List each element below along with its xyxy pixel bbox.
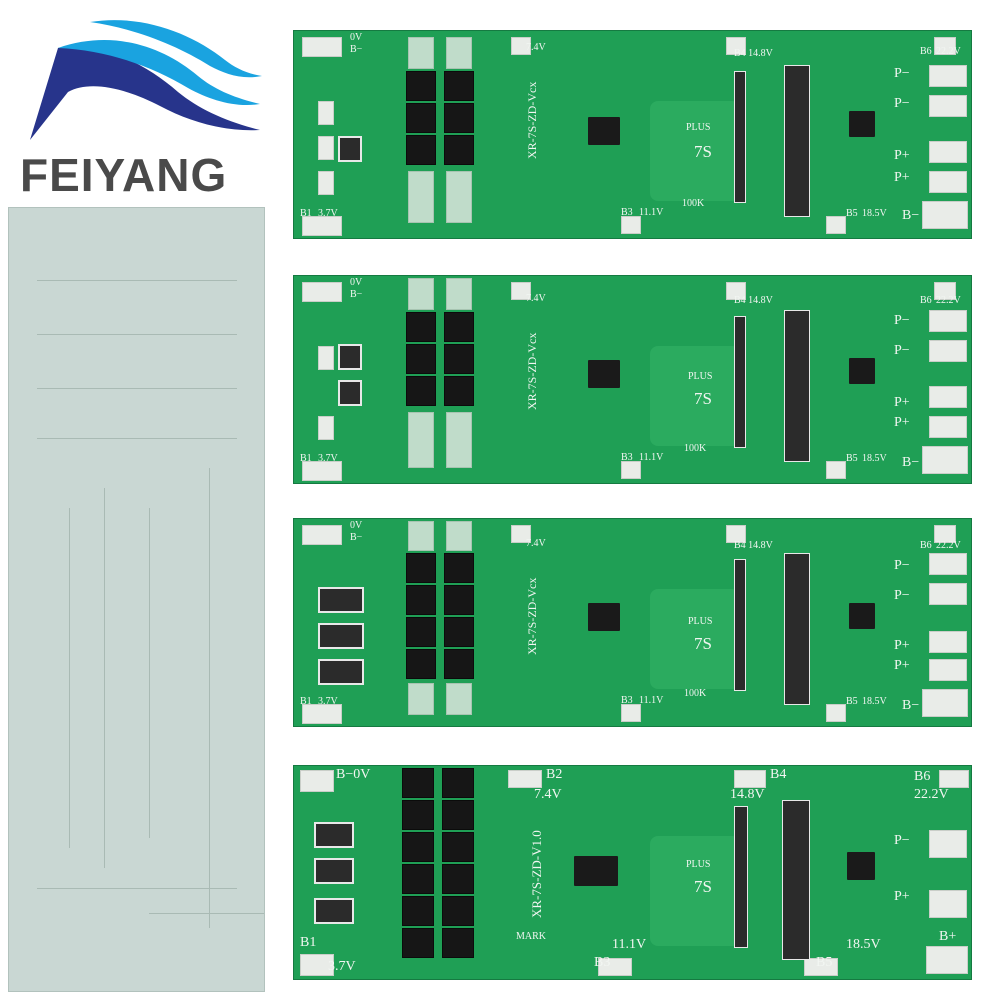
label-p-plus-2: P+: [894, 170, 910, 185]
label-p-minus-2: P−: [894, 343, 910, 358]
label-22-2v: 22.2V: [936, 540, 961, 551]
label-3-7v: 3.7V: [318, 696, 338, 707]
plus-label: PLUS: [688, 616, 713, 627]
label-b5: B5: [846, 208, 858, 219]
label-p-plus: P+: [894, 889, 910, 904]
label-p-minus-1: P−: [894, 558, 910, 573]
label-b-out: B−: [902, 208, 920, 223]
plus-label: PLUS: [688, 371, 713, 382]
plus-label: PLUS: [686, 122, 711, 133]
label-p-plus-1: P+: [894, 148, 910, 163]
label-14-8v: 14.8V: [730, 787, 765, 802]
label-11-1v: 11.1V: [639, 452, 664, 463]
label-b3: B3: [594, 955, 611, 970]
bms-board-1: 0V B− B1 3.7V 7.4V B3 11.1V B4 14.8V B5 …: [293, 30, 972, 239]
cells-label: 7S: [694, 142, 712, 161]
label-b1: B1: [300, 453, 312, 464]
model-label: XR-7S-ZD-Vcx: [525, 577, 539, 655]
label-p-minus: P−: [894, 833, 910, 848]
label-18-5v: 18.5V: [846, 937, 881, 952]
model-label: XR-7S-ZD-V1.0: [529, 830, 544, 918]
label-22-2v: 22.2V: [936, 295, 961, 306]
label-b1: B1: [300, 208, 312, 219]
label-b6: B6: [914, 769, 931, 784]
label-b4: B4 14.8V: [734, 295, 773, 306]
label-11-1v: 11.1V: [639, 207, 664, 218]
label-100k: 100K: [684, 688, 707, 699]
label-22-2v: 22.2V: [936, 46, 961, 57]
label-b4: B4 14.8V: [734, 540, 773, 551]
label-18-5v: 18.5V: [862, 453, 887, 464]
bms-board-2: 0V B− B1 3.7V 7.4V B3 11.1V B4 14.8V B5 …: [293, 275, 972, 484]
label-b6: B6: [920, 46, 932, 57]
board-back-side: [8, 207, 265, 992]
label-11-1v: 11.1V: [612, 937, 647, 952]
label-b-plus: B+: [939, 929, 957, 944]
label-22-2v: 22.2V: [914, 787, 949, 802]
label-b-out: B−: [902, 698, 920, 713]
label-b5: B5: [846, 453, 858, 464]
label-p-plus-2: P+: [894, 415, 910, 430]
label-b-out: B−: [902, 455, 920, 470]
label-100k: 100K: [682, 198, 705, 209]
label-18-5v: 18.5V: [862, 208, 887, 219]
label-b3: B3: [621, 207, 633, 218]
cells-label: 7S: [694, 389, 712, 408]
label-b2: B2: [546, 767, 563, 782]
label-18-5v: 18.5V: [862, 696, 887, 707]
label-7-4v: 7.4V: [526, 42, 546, 53]
label-b5: B5: [816, 955, 833, 970]
label-b1: B1: [300, 696, 312, 707]
label-p-plus-1: P+: [894, 395, 910, 410]
label-0v: 0V: [350, 520, 363, 531]
cells-label: 7S: [694, 877, 712, 896]
label-p-plus-1: P+: [894, 638, 910, 653]
label-b1: B1: [300, 935, 317, 950]
label-b4: B4 14.8V: [734, 48, 773, 59]
label-b5: B5: [846, 696, 858, 707]
label-b-0v: B−0V: [336, 767, 371, 782]
label-0v: 0V: [350, 277, 363, 288]
cells-label: 7S: [694, 634, 712, 653]
label-b6: B6: [920, 540, 932, 551]
plus-label: PLUS: [686, 859, 711, 870]
label-0v: 0V: [350, 32, 363, 43]
label-b-minus: B−: [350, 289, 363, 300]
label-b-minus: B−: [350, 532, 363, 543]
label-100k: 100K: [684, 443, 707, 454]
label-3-7v: 3.7V: [328, 959, 356, 974]
bms-board-3: 0V B− B1 3.7V 7.4V B3 11.1V B4 14.8V B5 …: [293, 518, 972, 727]
label-7-4v: 7.4V: [526, 538, 546, 549]
label-7-4v: 7.4V: [526, 293, 546, 304]
label-b6: B6: [920, 295, 932, 306]
label-b3: B3: [621, 452, 633, 463]
label-p-minus-2: P−: [894, 588, 910, 603]
label-b4: B4: [770, 767, 787, 782]
model-label: XR-7S-ZD-Vcx: [525, 81, 539, 159]
feiyang-logo-icon: [30, 20, 262, 140]
mark-label: MARK: [516, 931, 547, 942]
label-3-7v: 3.7V: [318, 453, 338, 464]
label-11-1v: 11.1V: [639, 695, 664, 706]
label-p-plus-2: P+: [894, 658, 910, 673]
label-p-minus-1: P−: [894, 66, 910, 81]
brand-name: FEIYANG: [20, 149, 228, 201]
label-b3: B3: [621, 695, 633, 706]
label-3-7v: 3.7V: [318, 208, 338, 219]
label-p-minus-1: P−: [894, 313, 910, 328]
model-label: XR-7S-ZD-Vcx: [525, 332, 539, 410]
bms-board-4: B−0V B1 3.7V B2 7.4V B3 11.1V B4 14.8V B…: [293, 765, 972, 980]
label-7-4v: 7.4V: [534, 787, 562, 802]
label-b-minus: B−: [350, 44, 363, 55]
label-p-minus-2: P−: [894, 96, 910, 111]
